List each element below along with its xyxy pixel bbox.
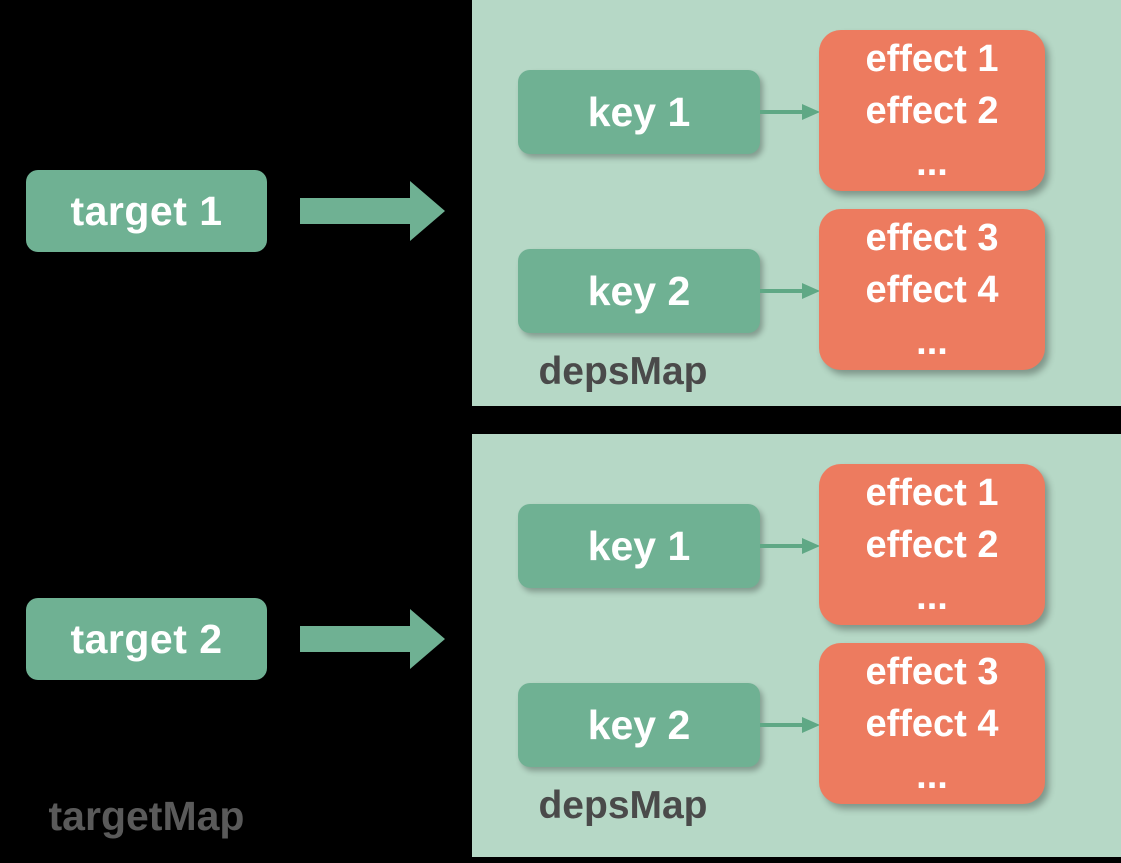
effect-box: effect 1 effect 2 ... xyxy=(819,464,1045,625)
big-right-arrow-icon xyxy=(300,609,445,669)
right-arrow-icon xyxy=(760,538,820,554)
right-arrow-icon xyxy=(760,717,820,733)
deps-map-panel: key 1 effect 1 effect 2 ... key 2 effect… xyxy=(472,0,1121,406)
ellipsis-label: ... xyxy=(916,320,948,363)
key-box: key 1 xyxy=(518,70,760,154)
key-box: key 2 xyxy=(518,683,760,767)
effect-label: effect 3 xyxy=(865,650,999,693)
ellipsis-label: ... xyxy=(916,575,948,618)
right-arrow-icon xyxy=(760,104,820,120)
depsmap-label: depsMap xyxy=(538,350,708,393)
effect-label: effect 4 xyxy=(865,702,999,745)
effect-label: effect 4 xyxy=(865,268,999,311)
effect-label: effect 2 xyxy=(865,89,999,132)
ellipsis-label: ... xyxy=(916,141,948,184)
deps-map-panel: key 1 effect 1 effect 2 ... key 2 effect… xyxy=(472,434,1121,857)
key-label: key 1 xyxy=(587,88,691,135)
depsmap-label: depsMap xyxy=(538,784,708,827)
target-label: target 2 xyxy=(70,615,223,662)
effect-box: effect 3 effect 4 ... xyxy=(819,643,1045,804)
effect-label: effect 1 xyxy=(865,471,999,514)
effect-box: effect 1 effect 2 ... xyxy=(819,30,1045,191)
effect-label: effect 1 xyxy=(865,37,999,80)
key-label: key 2 xyxy=(587,701,691,748)
right-arrow-icon xyxy=(760,283,820,299)
key-box: key 2 xyxy=(518,249,760,333)
ellipsis-label: ... xyxy=(916,754,948,797)
target-label: target 1 xyxy=(70,187,223,234)
key-label: key 2 xyxy=(587,267,691,314)
target-box: target 2 xyxy=(26,598,267,680)
target-box: target 1 xyxy=(26,170,267,252)
effect-label: effect 2 xyxy=(865,523,999,566)
effect-box: effect 3 effect 4 ... xyxy=(819,209,1045,370)
effect-label: effect 3 xyxy=(865,216,999,259)
key-box: key 1 xyxy=(518,504,760,588)
big-right-arrow-icon xyxy=(300,181,445,241)
targetmap-label: targetMap xyxy=(48,793,245,839)
key-label: key 1 xyxy=(587,522,691,569)
